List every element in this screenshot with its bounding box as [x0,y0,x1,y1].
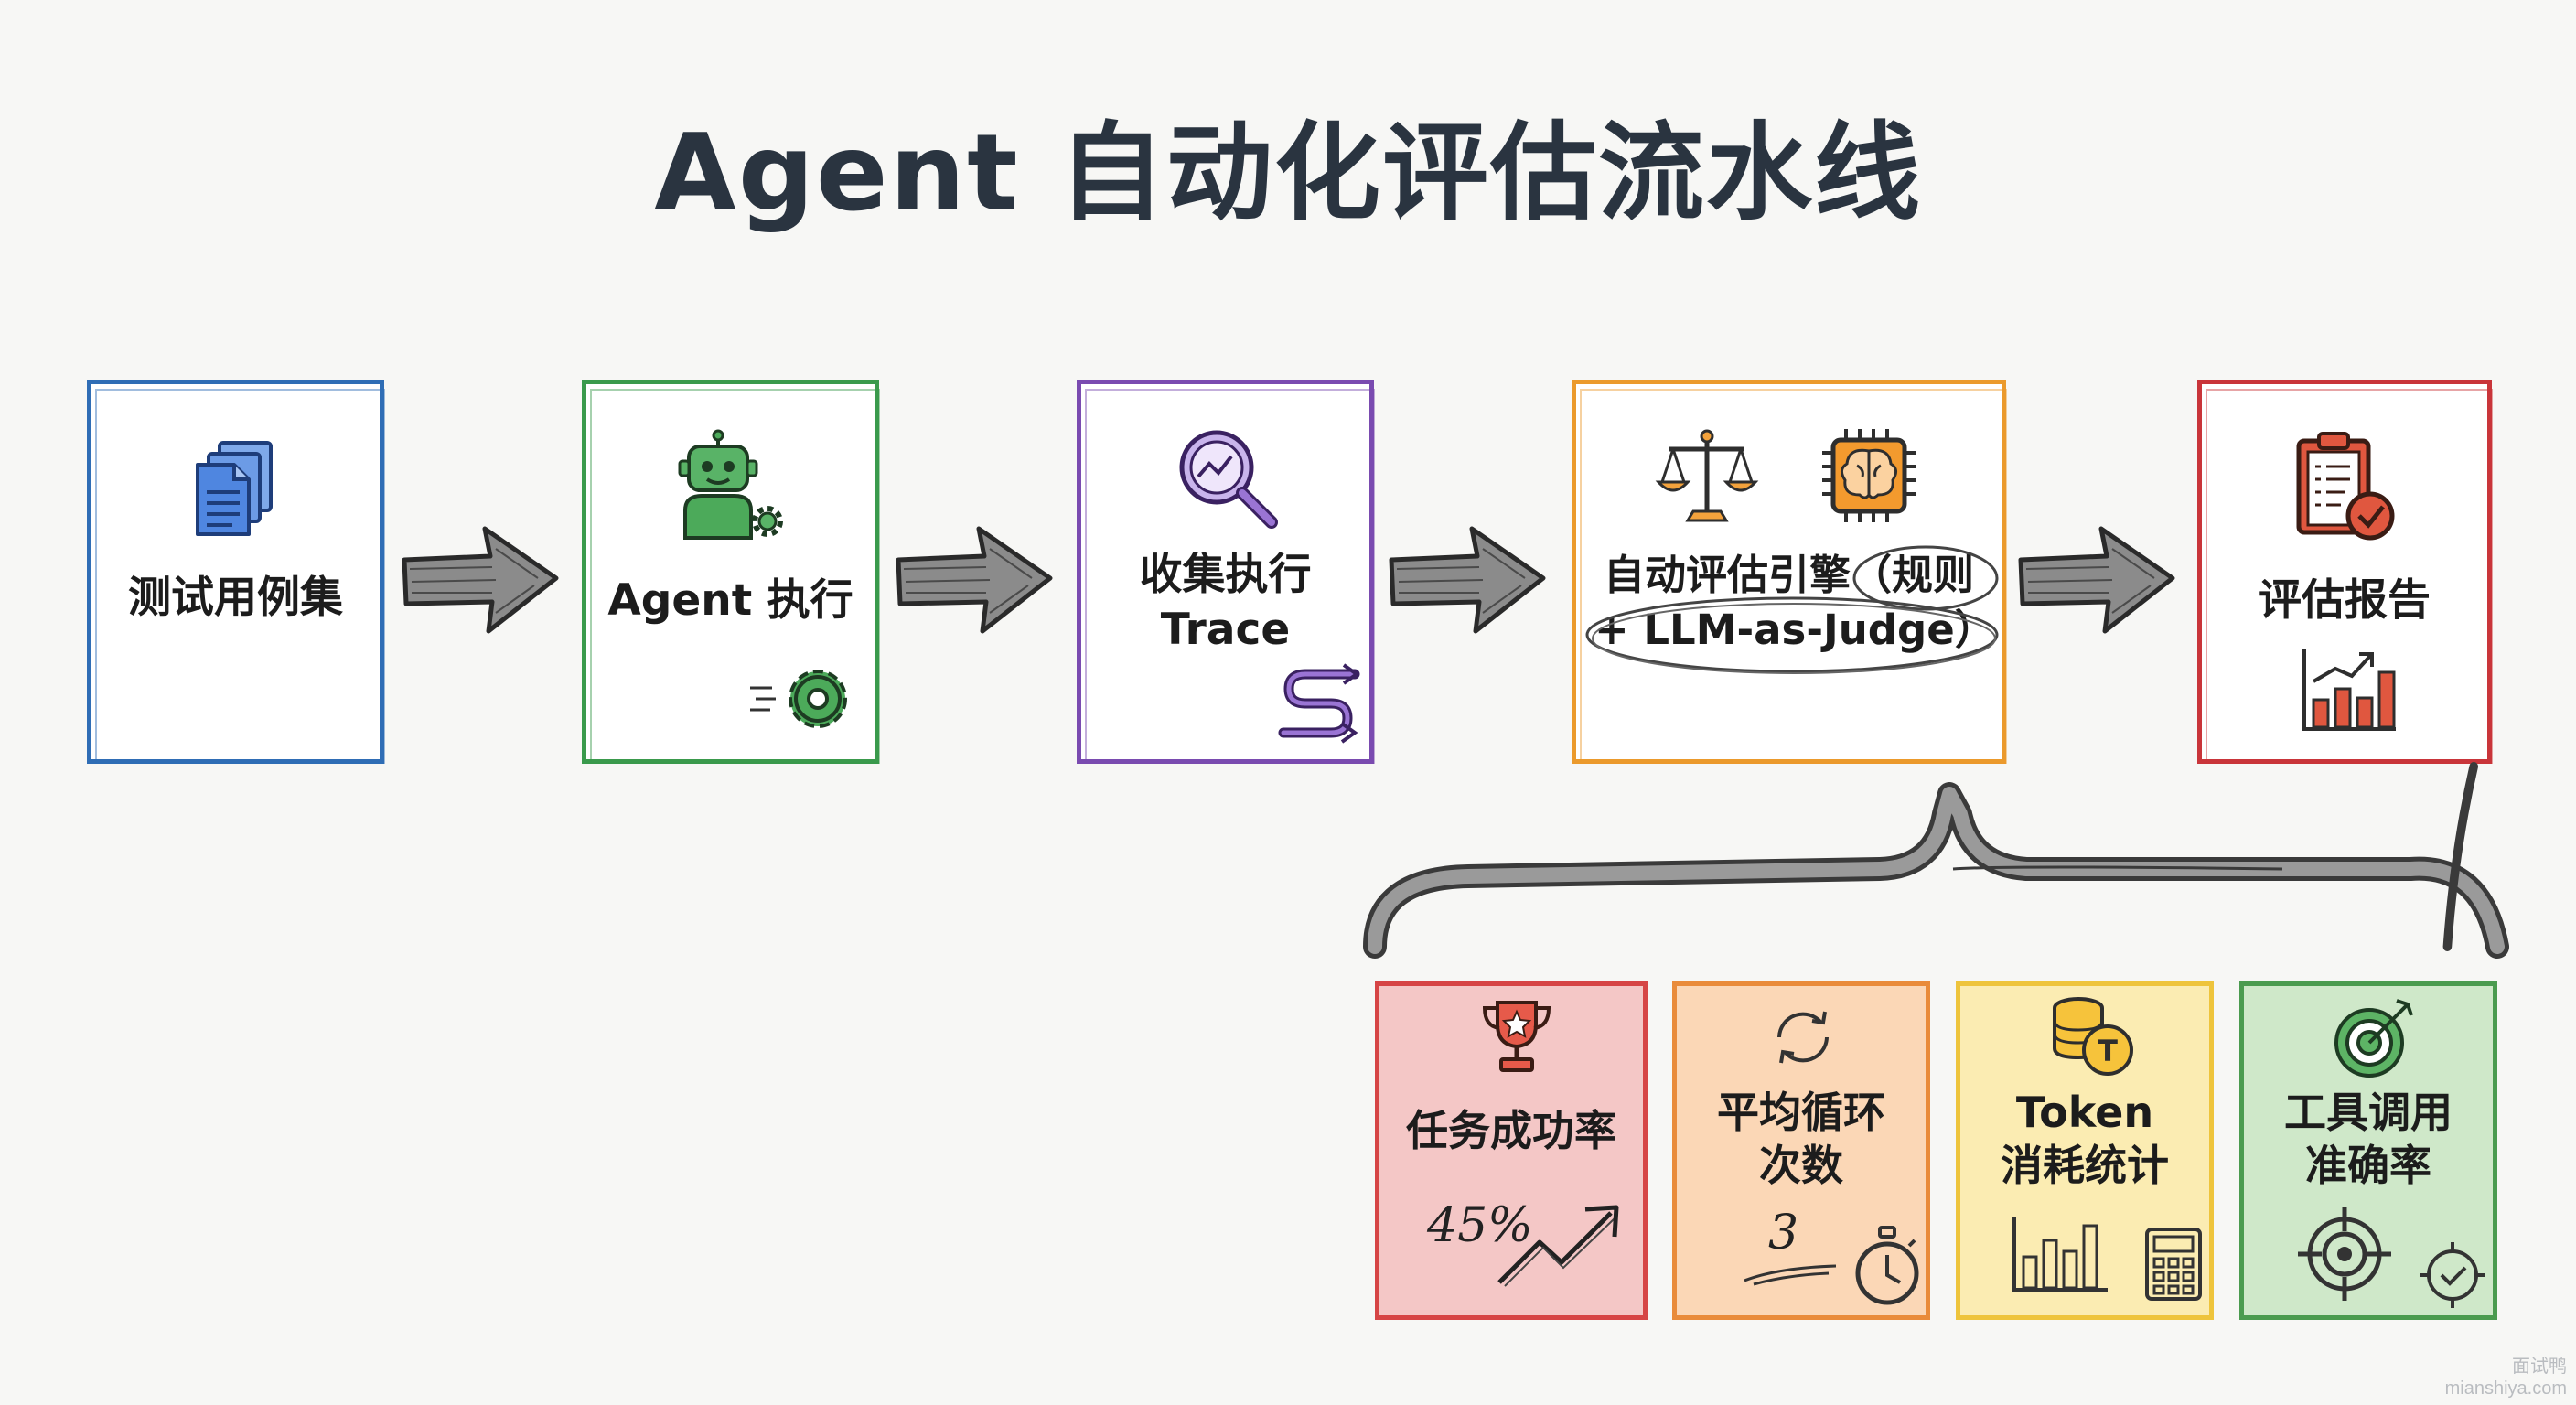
page-title: Agent 自动化评估流水线 [654,112,1922,235]
metric-token-label-1: Token [2015,1088,2154,1137]
step-eval-report: 评估报告 [2197,380,2493,764]
step-eval-engine-label-1: 自动评估引擎（规则 [1603,551,1974,599]
route-icon [1278,663,1360,749]
watermark-line-1: 面试鸭 [2512,1357,2567,1377]
step-collect-trace: 收集执行 Trace [1077,380,1375,764]
step-agent-run-label: Agent 执行 [607,575,853,626]
metric-avg-loop-label-2: 次数 [1759,1141,1843,1190]
svg-text:T: T [2098,1034,2118,1068]
brain-chip-icon [1819,425,1919,530]
step-eval-report-label: 评估报告 [2259,575,2431,626]
flow-arrow-4 [2017,521,2182,644]
scale-icon [1655,425,1759,530]
gear-icon [746,657,856,743]
metric-tool-accuracy-label-2: 准确率 [2305,1141,2431,1190]
metric-task-success-rate: 任务成功率 45% [1375,981,1648,1320]
trend-up-icon [1494,1198,1631,1293]
handdrawn-underline [1741,1260,1841,1292]
metric-token-label-2: 消耗统计 [2001,1141,2169,1190]
flow-arrow-2 [895,521,1059,644]
handdrawn-ellipse-2 [1582,593,2002,683]
metric-task-success-value: 45% [1427,1198,1533,1253]
clipboard-check-icon [2292,430,2410,552]
stopwatch-icon [1851,1226,1924,1312]
bar-chart-icon [2011,1213,2111,1299]
check-crosshair-icon [2418,1240,2487,1314]
magnifier-chart-icon [1175,425,1284,539]
watermark-line-2: mianshiya.com [2444,1378,2567,1399]
robot-icon [676,429,795,552]
bar-chart-up-icon [2301,645,2401,740]
trophy-icon [1476,995,1558,1081]
calculator-icon [2143,1226,2204,1306]
watermark: 面试鸭 mianshiya.com [2445,1356,2567,1400]
refresh-icon [1766,1001,1840,1078]
step-eval-engine-label-2: + LLM-as-Judge） [1594,606,1996,654]
metric-avg-loop-label-1: 平均循环 [1717,1088,1885,1137]
target-arrow-icon [2331,993,2419,1085]
metric-task-success-label: 任务成功率 [1406,1106,1616,1155]
handdrawn-ellipse-1 [1851,542,2002,618]
flow-arrow-3 [1388,521,1552,644]
step-collect-trace-label-2: Trace [1160,605,1291,655]
metric-tool-accuracy-label-1: 工具调用 [2284,1088,2453,1137]
metric-tool-call-accuracy: 工具调用 准确率 [2239,981,2497,1320]
coins-icon: T [2047,995,2139,1087]
metric-avg-loop-count: 平均循环 次数 3 [1672,981,1930,1320]
flow-arrow-1 [401,521,565,644]
metric-token-usage: T Token 消耗统计 [1956,981,2214,1320]
step-eval-engine: 自动评估引擎（规则 + LLM-as-Judge） [1572,380,2007,764]
documents-icon [192,439,284,543]
metric-avg-loop-value: 3 [1768,1206,1799,1260]
crosshair-icon [2294,1204,2395,1308]
step-agent-run: Agent 执行 [582,380,880,764]
step-collect-trace-label-1: 收集执行 [1139,550,1312,600]
step-test-cases: 测试用例集 [87,380,385,764]
step-test-cases-label: 测试用例集 [128,573,343,623]
grouping-brace [1363,762,2511,964]
